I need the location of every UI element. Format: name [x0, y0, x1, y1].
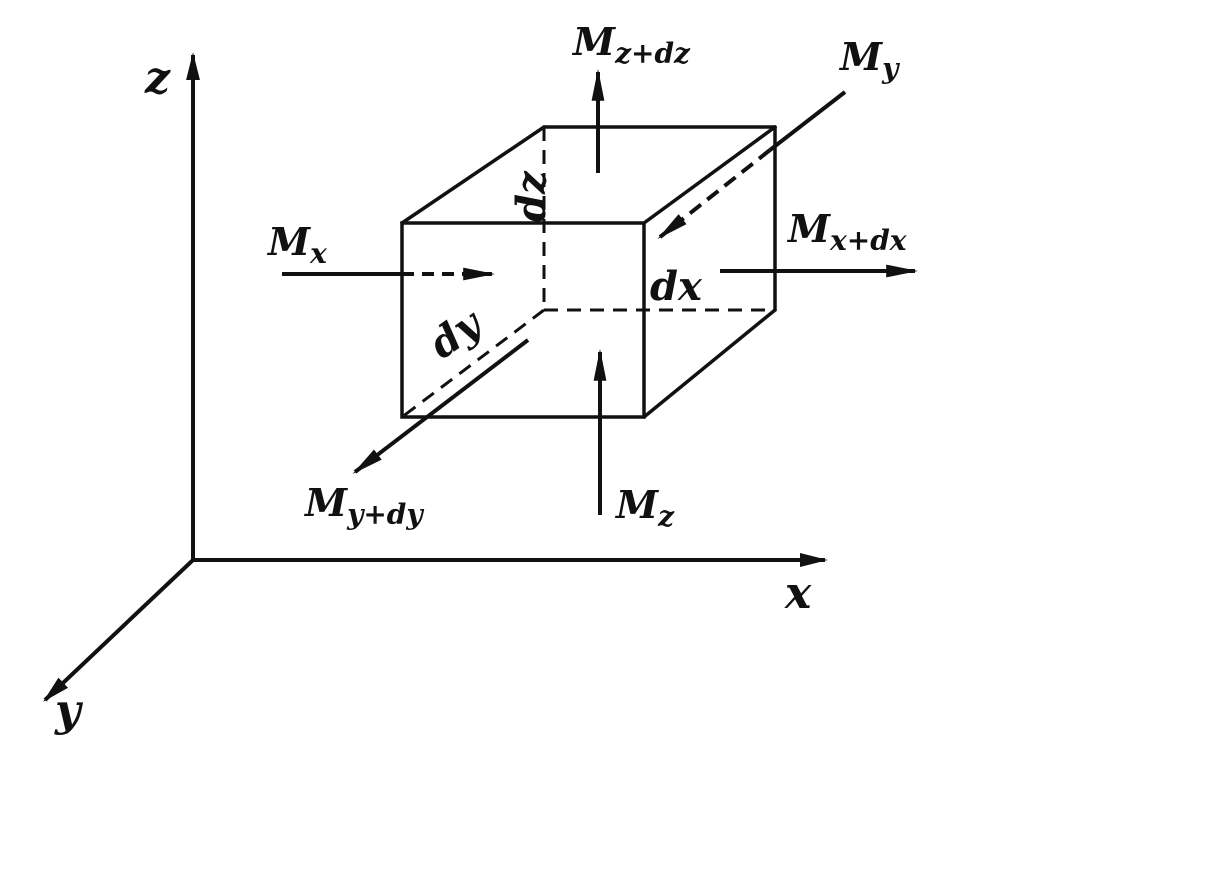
y-axis — [42, 558, 195, 702]
dx-label: dx — [650, 263, 703, 310]
mx-label: Mx — [266, 219, 327, 270]
mz-dz-label: Mz+dz — [571, 19, 691, 70]
y-axis-label: y — [54, 685, 84, 736]
x-axis-label: x — [784, 568, 812, 619]
my-label: My — [838, 34, 900, 85]
cube-hidden-edges — [401, 127, 775, 419]
my-dy-label: My+dy — [303, 480, 424, 531]
z-axis-label: z — [144, 53, 171, 104]
dz-label: dz — [508, 170, 555, 222]
my-arrow — [657, 90, 847, 239]
mx-dx-label: Mx+dx — [786, 206, 907, 257]
cube-visible-edges — [400, 125, 777, 419]
mz-label: Mz — [614, 482, 675, 533]
my-dy-arrow — [352, 338, 530, 474]
